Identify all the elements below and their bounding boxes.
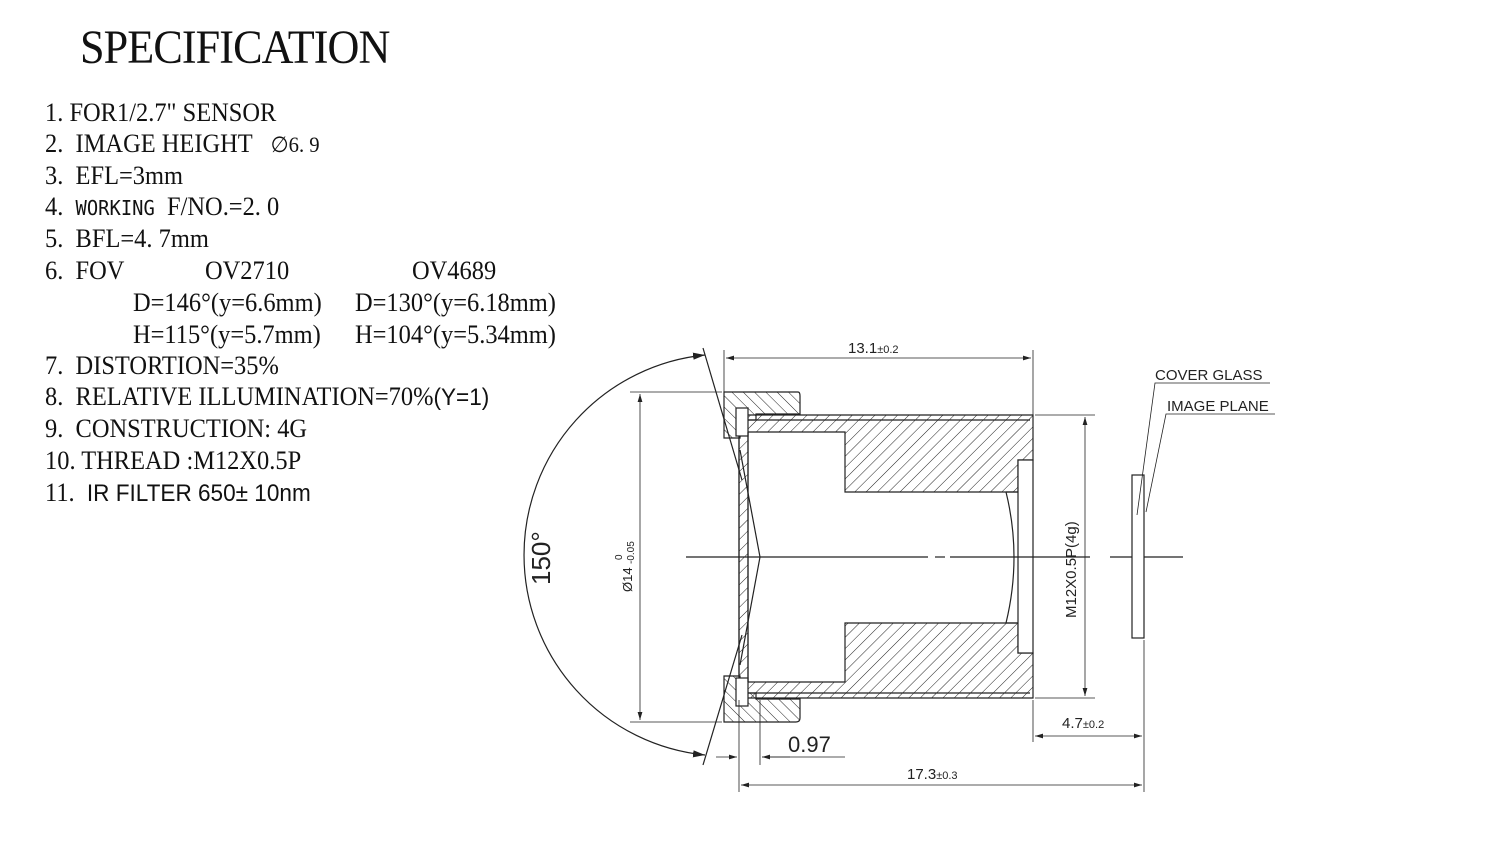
spec-item-5: 5. BFL=4. 7mm — [45, 224, 209, 253]
length-label: 13.1±0.2 — [848, 340, 899, 357]
page-title: SPECIFICATION — [80, 21, 390, 74]
spec-item-8: 8. RELATIVE ILLUMINATION=70%(Y=1) — [45, 382, 490, 411]
spec-item-7: 7. DISTORTION=35% — [45, 351, 279, 380]
fov-a-diagonal: D=146°(y=6.6mm) — [133, 288, 322, 317]
svg-text:-0.05: -0.05 — [626, 541, 637, 564]
bfl-label: 4.7±0.2 — [1062, 715, 1104, 732]
fov-ray-bottom — [702, 634, 743, 766]
fov-sensor-b: OV4689 — [412, 256, 497, 285]
image-plane-leader — [1145, 413, 1275, 513]
diameter-label: Ø14 0 -0.05 — [614, 541, 637, 592]
fov-b-horizontal: H=104°(y=5.34mm) — [355, 320, 556, 349]
fov-a-horizontal: H=115°(y=5.7mm) — [133, 320, 321, 349]
spec-item-6: 6. FOV — [45, 256, 125, 285]
cover-glass-leader — [1136, 382, 1270, 516]
fov-sensor-a: OV2710 — [205, 256, 290, 285]
thread-label: M12X0.5P(4g) — [1063, 521, 1080, 618]
spec-item-4: 4. WORKING F/NO.=2. 0 — [45, 192, 280, 221]
svg-text:0: 0 — [614, 554, 625, 560]
spec-item-3: 3. EFL=3mm — [45, 161, 184, 190]
cover-glass — [1131, 474, 1145, 639]
fov-b-diagonal: D=130°(y=6.18mm) — [355, 288, 556, 317]
fov-arc — [523, 352, 706, 758]
spec-item-9: 9. CONSTRUCTION: 4G — [45, 414, 308, 443]
fov-ray-top — [702, 347, 743, 481]
svg-text:Ø14: Ø14 — [620, 567, 635, 592]
spec-item-11: 11. IR FILTER 650± 10nm — [45, 478, 311, 507]
spec-item-1: 1. FOR1/2.7" SENSOR — [45, 98, 277, 127]
angle-label: 150° — [526, 531, 556, 585]
cover-glass-label: COVER GLASS — [1155, 367, 1263, 384]
image-plane-label: IMAGE PLANE — [1167, 398, 1269, 415]
front-offset-label: 0.97 — [788, 732, 831, 757]
total-length-label: 17.3±0.3 — [907, 766, 958, 783]
spec-item-2: 2. IMAGE HEIGHT ∅6. 9 — [45, 129, 320, 158]
spec-item-10: 10. THREAD :M12X0.5P — [45, 446, 302, 475]
